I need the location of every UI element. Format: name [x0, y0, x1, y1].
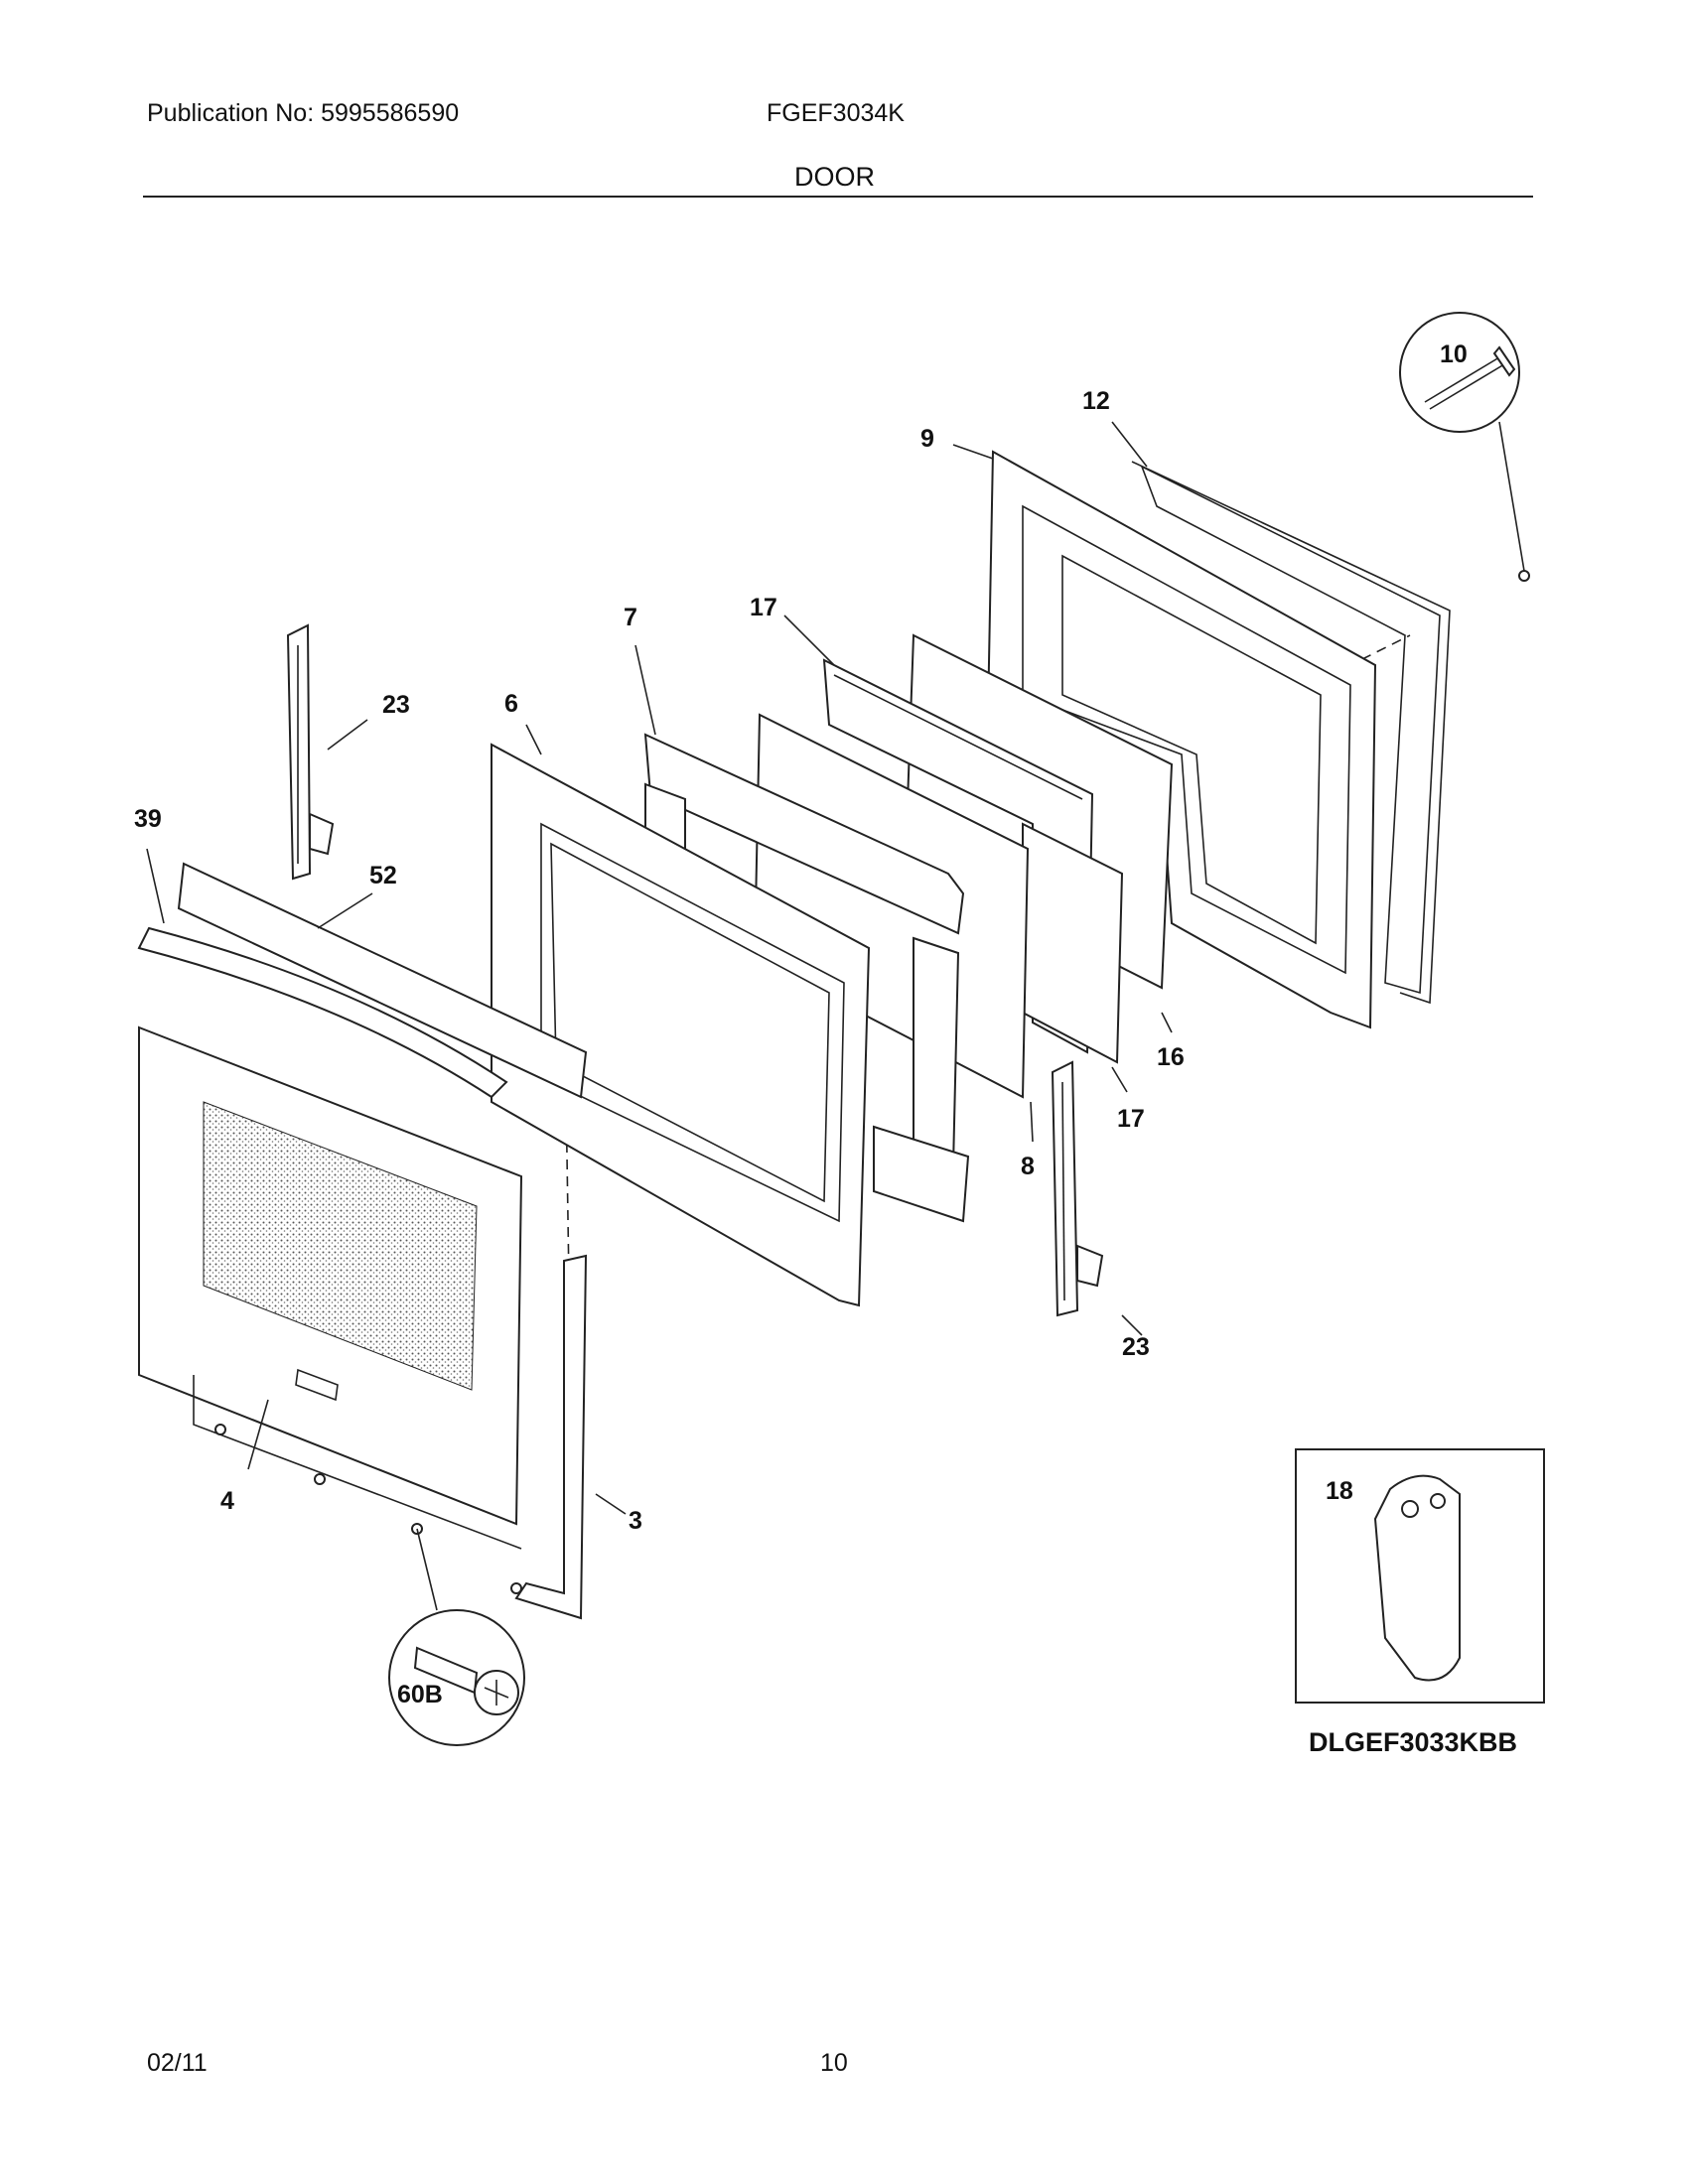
callout-60b: 60B: [397, 1681, 443, 1708]
middle-glass: [753, 713, 1030, 1099]
hinge-right: [1051, 1060, 1104, 1317]
outer-door-glass: [138, 1025, 523, 1550]
screws: [214, 570, 1530, 1594]
callout-52: 52: [369, 862, 397, 889]
door-handle: [137, 862, 588, 1099]
callout-39: 39: [134, 805, 162, 833]
callout-16: 16: [1157, 1043, 1185, 1071]
callout-17-bottom: 17: [1117, 1105, 1145, 1133]
door-gasket: [1131, 461, 1451, 1005]
part-10-detail: [1399, 312, 1525, 572]
part-18-inset: [1295, 1448, 1545, 1704]
callout-7: 7: [624, 604, 637, 631]
callout-12: 12: [1082, 387, 1110, 415]
callout-9: 9: [920, 425, 934, 453]
model-number: FGEF3034K: [767, 99, 905, 127]
variant-note: DLGEF3033KBB: [1309, 1727, 1518, 1757]
callout-23-right: 23: [1122, 1333, 1150, 1361]
callout-3: 3: [629, 1507, 642, 1535]
inner-door-liner: [986, 450, 1377, 1029]
hinge-left: [286, 623, 335, 881]
callout-18: 18: [1326, 1477, 1353, 1505]
footer-date: 02/11: [147, 2049, 208, 2077]
part-60b-detail: [388, 1528, 525, 1746]
leader-lines: [146, 421, 1173, 1515]
publication-number: Publication No: 5995586590: [147, 99, 460, 127]
callout-17-top: 17: [750, 594, 777, 621]
glass-pack-frame: [822, 658, 1124, 1064]
callout-23-left: 23: [382, 691, 410, 719]
header-rule: [143, 196, 1533, 198]
section-title: DOOR: [794, 162, 875, 192]
callout-6: 6: [504, 690, 518, 718]
door-side-trim: [514, 1254, 588, 1620]
callout-8: 8: [1021, 1153, 1035, 1180]
callout-10: 10: [1440, 341, 1468, 368]
callout-4: 4: [220, 1487, 234, 1515]
page-number: 10: [820, 2049, 848, 2077]
